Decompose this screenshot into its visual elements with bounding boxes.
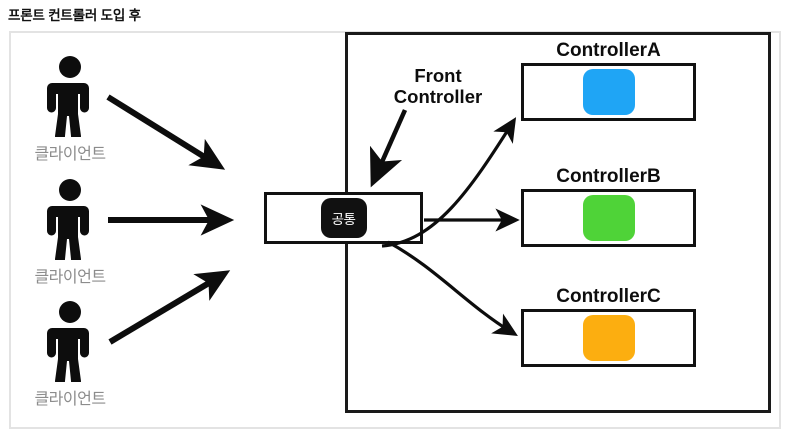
person-icon xyxy=(22,55,118,142)
controller-a-chip xyxy=(582,69,635,115)
front-controller-chip: 공통 xyxy=(320,198,367,238)
controller-c-box xyxy=(521,309,696,367)
controller-a-box xyxy=(521,63,696,121)
person-icon xyxy=(22,178,118,265)
client-label: 클라이언트 xyxy=(34,269,106,286)
client-label: 클라이언트 xyxy=(34,391,106,408)
controller-c-chip xyxy=(582,315,635,361)
page-title: 프론트 컨트롤러 도입 후 xyxy=(8,8,141,23)
front-controller-annotation: Front Controller xyxy=(378,65,498,107)
client-3: 클라이언트 xyxy=(22,300,118,409)
front-controller-annotation-line2: Controller xyxy=(393,85,483,107)
front-controller-annotation-line1: Front xyxy=(414,65,462,86)
person-icon xyxy=(22,300,118,387)
controller-c-title: ControllerC xyxy=(556,286,661,307)
controller-a: ControllerA xyxy=(521,41,696,121)
client-1: 클라이언트 xyxy=(22,55,118,164)
front-controller-box: 공통 xyxy=(264,192,423,244)
controller-c: ControllerC xyxy=(521,287,696,367)
client-label: 클라이언트 xyxy=(34,146,106,163)
controller-a-title: ControllerA xyxy=(556,40,661,61)
controller-b: ControllerB xyxy=(521,167,696,247)
client-2: 클라이언트 xyxy=(22,178,118,287)
controller-b-box xyxy=(521,189,696,247)
controller-b-title: ControllerB xyxy=(556,166,661,187)
controller-b-chip xyxy=(582,195,635,241)
